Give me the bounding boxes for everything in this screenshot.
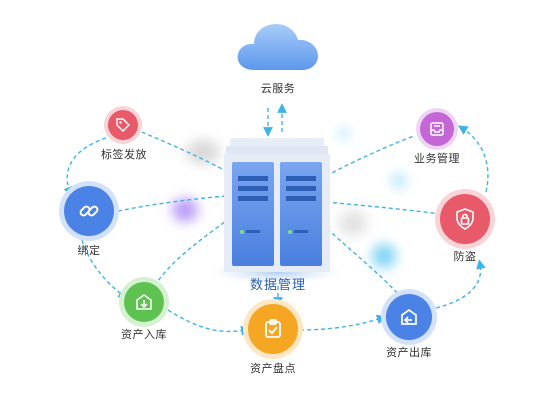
cloud-icon bbox=[237, 24, 318, 70]
node-business bbox=[420, 112, 454, 146]
link-icon bbox=[79, 205, 99, 217]
node-business-label: 业务管理 bbox=[414, 152, 460, 165]
flow-inventory-to-stock-out bbox=[299, 314, 387, 331]
server-node bbox=[206, 136, 348, 286]
decor-orb-cyan-right bbox=[392, 174, 406, 188]
cloud-node bbox=[234, 18, 320, 74]
node-stock-in-label: 资产入库 bbox=[121, 328, 167, 341]
link-server-tag bbox=[141, 131, 229, 173]
node-stock-out-label: 资产出库 bbox=[386, 346, 432, 359]
cloud-label: 云服务 bbox=[260, 82, 296, 95]
link-server-stock-out bbox=[321, 223, 399, 295]
center-label: 数据管理 bbox=[249, 278, 307, 293]
inbox-icon bbox=[430, 122, 444, 136]
decor-orb-grey bbox=[186, 140, 220, 164]
decor-orb-cyan-small bbox=[338, 128, 350, 140]
node-inventory-label: 资产盘点 bbox=[250, 362, 296, 375]
tag-icon bbox=[116, 118, 130, 132]
node-tag-label: 标签发放 bbox=[101, 148, 147, 161]
box-in-icon bbox=[136, 294, 152, 310]
shield-lock-icon bbox=[456, 208, 474, 230]
decor-orb-cyan bbox=[372, 244, 396, 268]
flow-stock-in-to-inventory bbox=[167, 309, 251, 336]
node-bind-label: 绑定 bbox=[77, 244, 101, 257]
flow-stock-out-to-anti-theft bbox=[435, 259, 486, 309]
link-server-bind bbox=[103, 195, 227, 215]
node-inventory bbox=[248, 304, 298, 354]
node-anti-theft-label: 防盗 bbox=[453, 250, 477, 263]
decor-orb-grey-right bbox=[338, 210, 368, 236]
box-out-icon bbox=[401, 308, 417, 325]
link-server-business bbox=[325, 135, 415, 177]
node-bind bbox=[64, 186, 114, 236]
node-stock-in bbox=[124, 282, 164, 322]
node-anti-theft bbox=[440, 194, 490, 244]
flow-bind-to-stock-in bbox=[81, 239, 128, 299]
server-rack-icon bbox=[209, 138, 345, 284]
flow-tag-to-bind bbox=[63, 137, 107, 197]
flow-anti-theft-to-business bbox=[457, 125, 489, 193]
node-stock-out bbox=[386, 294, 432, 340]
node-tag bbox=[108, 110, 138, 140]
clipboard-check-icon bbox=[265, 319, 281, 338]
